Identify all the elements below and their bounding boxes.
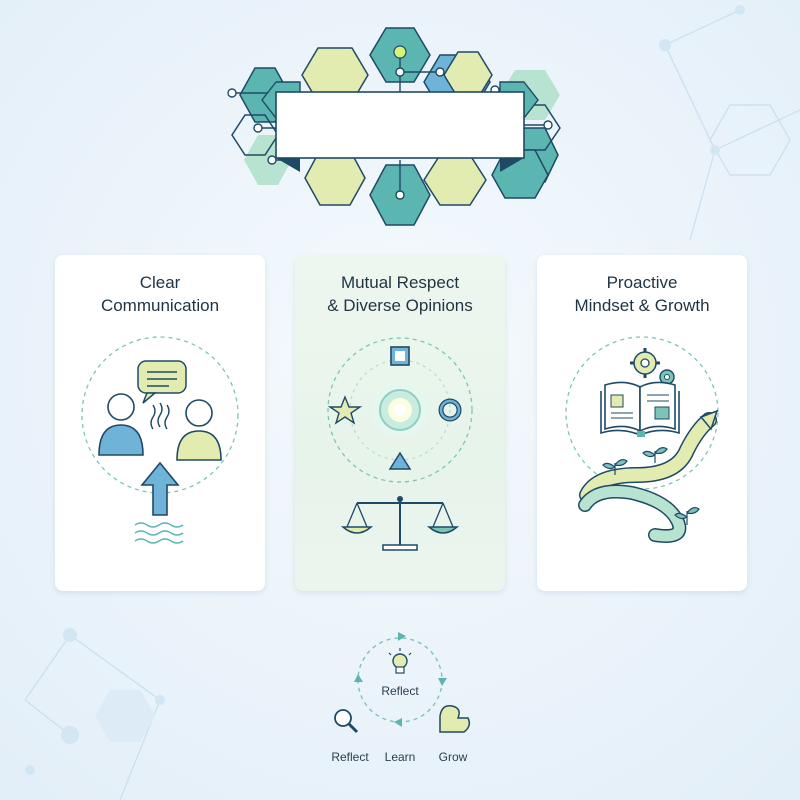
card-clear-communication: Clear Communication: [55, 255, 265, 591]
card-mutual-respect: Mutual Respect & Diverse Opinions: [295, 255, 505, 591]
card-title-line2: Mindset & Growth: [574, 296, 710, 315]
card-title-line1: Mutual Respect: [340, 273, 460, 292]
magnifier-icon: [334, 709, 359, 734]
star-shape-icon: [327, 395, 363, 425]
cycle-center-label: Reflect: [381, 684, 419, 698]
cycle-label-grow: Grow: [438, 750, 468, 764]
people-conversation-icon: [81, 336, 239, 544]
cycle-label-learn: Learn: [384, 750, 416, 764]
card-title: Clear Communication: [55, 271, 265, 317]
card-title: Mutual Respect & Diverse Opinions: [295, 271, 505, 317]
open-book-growth-path-icon: [565, 336, 719, 543]
card-title: Proactive Mindset & Growth: [537, 271, 747, 317]
gear-icon: [630, 348, 675, 385]
hex-outline-left: [231, 114, 279, 156]
card-title-line2: & Diverse Opinions: [327, 296, 473, 315]
card-title-line1: Proactive: [606, 273, 678, 292]
card-title-line1: Clear: [139, 273, 181, 292]
triangle-shape-icon: [388, 451, 412, 470]
balance-scale-icon: [327, 337, 473, 551]
hexagon-banner: [227, 27, 561, 226]
banner-panel: [275, 91, 525, 159]
flexed-arm-icon: [439, 704, 471, 733]
card-proactive-mindset: Proactive Mindset & Growth: [537, 255, 747, 591]
lightbulb-icon: [388, 648, 412, 674]
card-title-line2: Communication: [100, 296, 220, 315]
cycle-label-reflect: Reflect: [331, 750, 369, 764]
